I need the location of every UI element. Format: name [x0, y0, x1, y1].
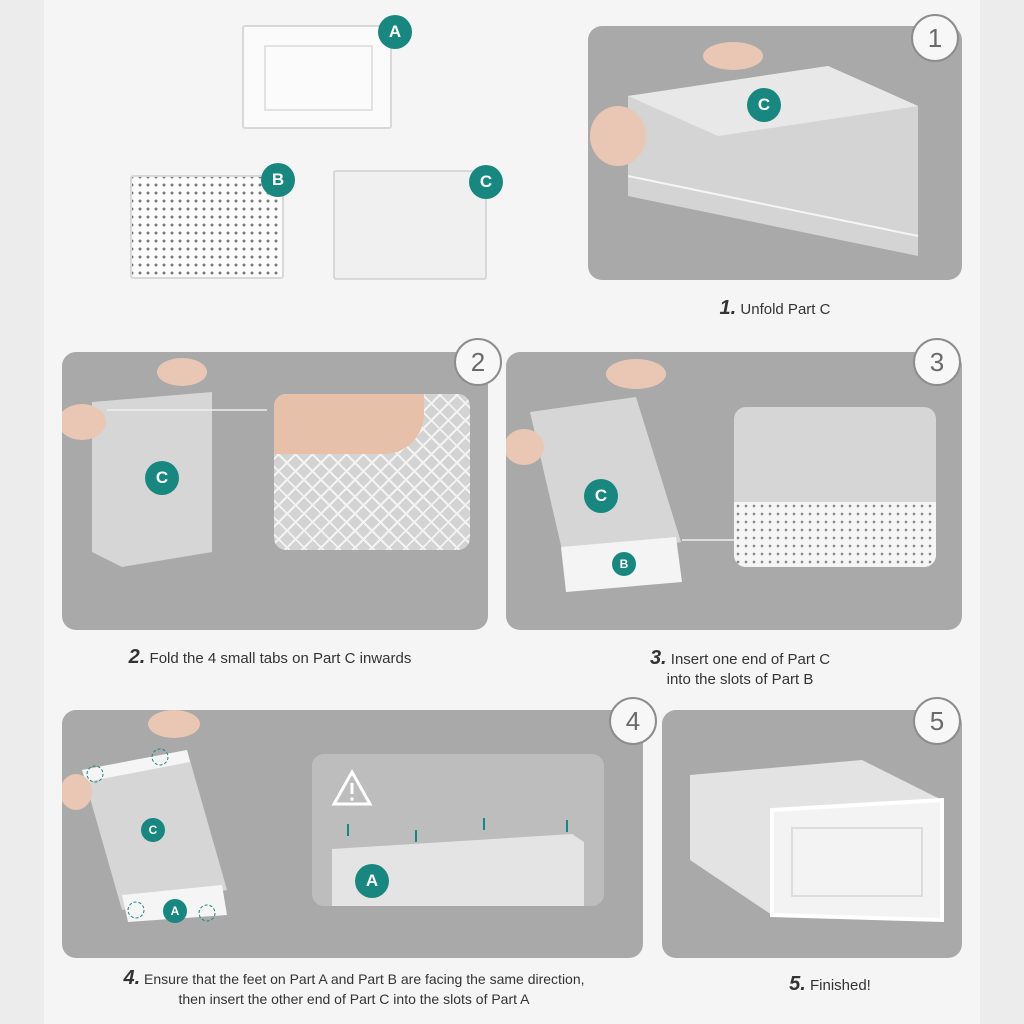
finished-box-illustration [690, 760, 944, 923]
feet-direction-inset [312, 754, 604, 906]
part-a-marker: A [163, 899, 187, 923]
step-5-caption: 5. Finished! [789, 973, 871, 995]
slot-detail-inset [734, 407, 936, 567]
step-3-number: 3 [913, 338, 961, 386]
tab-detail-inset [274, 394, 470, 550]
step-1-number: 1 [911, 14, 959, 62]
step-3-panel [506, 352, 962, 630]
part-a-marker: A [355, 864, 389, 898]
step-4-number: 4 [609, 697, 657, 745]
step-1-caption: 1. Unfold Part C [719, 297, 831, 319]
part-b-label: B [261, 163, 295, 197]
part-c-image [333, 170, 487, 280]
step-1-panel [588, 26, 962, 280]
part-a-label: A [378, 15, 412, 49]
part-c-marker: C [584, 479, 618, 513]
warning-icon [331, 768, 584, 906]
part-b-marker: B [612, 552, 636, 576]
step-4-caption: 4. Ensure that the feet on Part A and Pa… [123, 967, 585, 1007]
step-4-panel [62, 710, 643, 958]
step-5-number: 5 [913, 697, 961, 745]
step-5-panel [662, 710, 962, 958]
part-c-marker: C [141, 818, 165, 842]
part-c-marker: C [747, 88, 781, 122]
part-b-image [130, 175, 284, 279]
step-2-caption: 2. Fold the 4 small tabs on Part C inwar… [128, 646, 412, 668]
part-a-image [242, 25, 392, 129]
step-2-number: 2 [454, 338, 502, 386]
step-2-panel [62, 352, 488, 630]
part-c-marker: C [145, 461, 179, 495]
unfold-box-illustration [590, 42, 919, 256]
part-c-label: C [469, 165, 503, 199]
